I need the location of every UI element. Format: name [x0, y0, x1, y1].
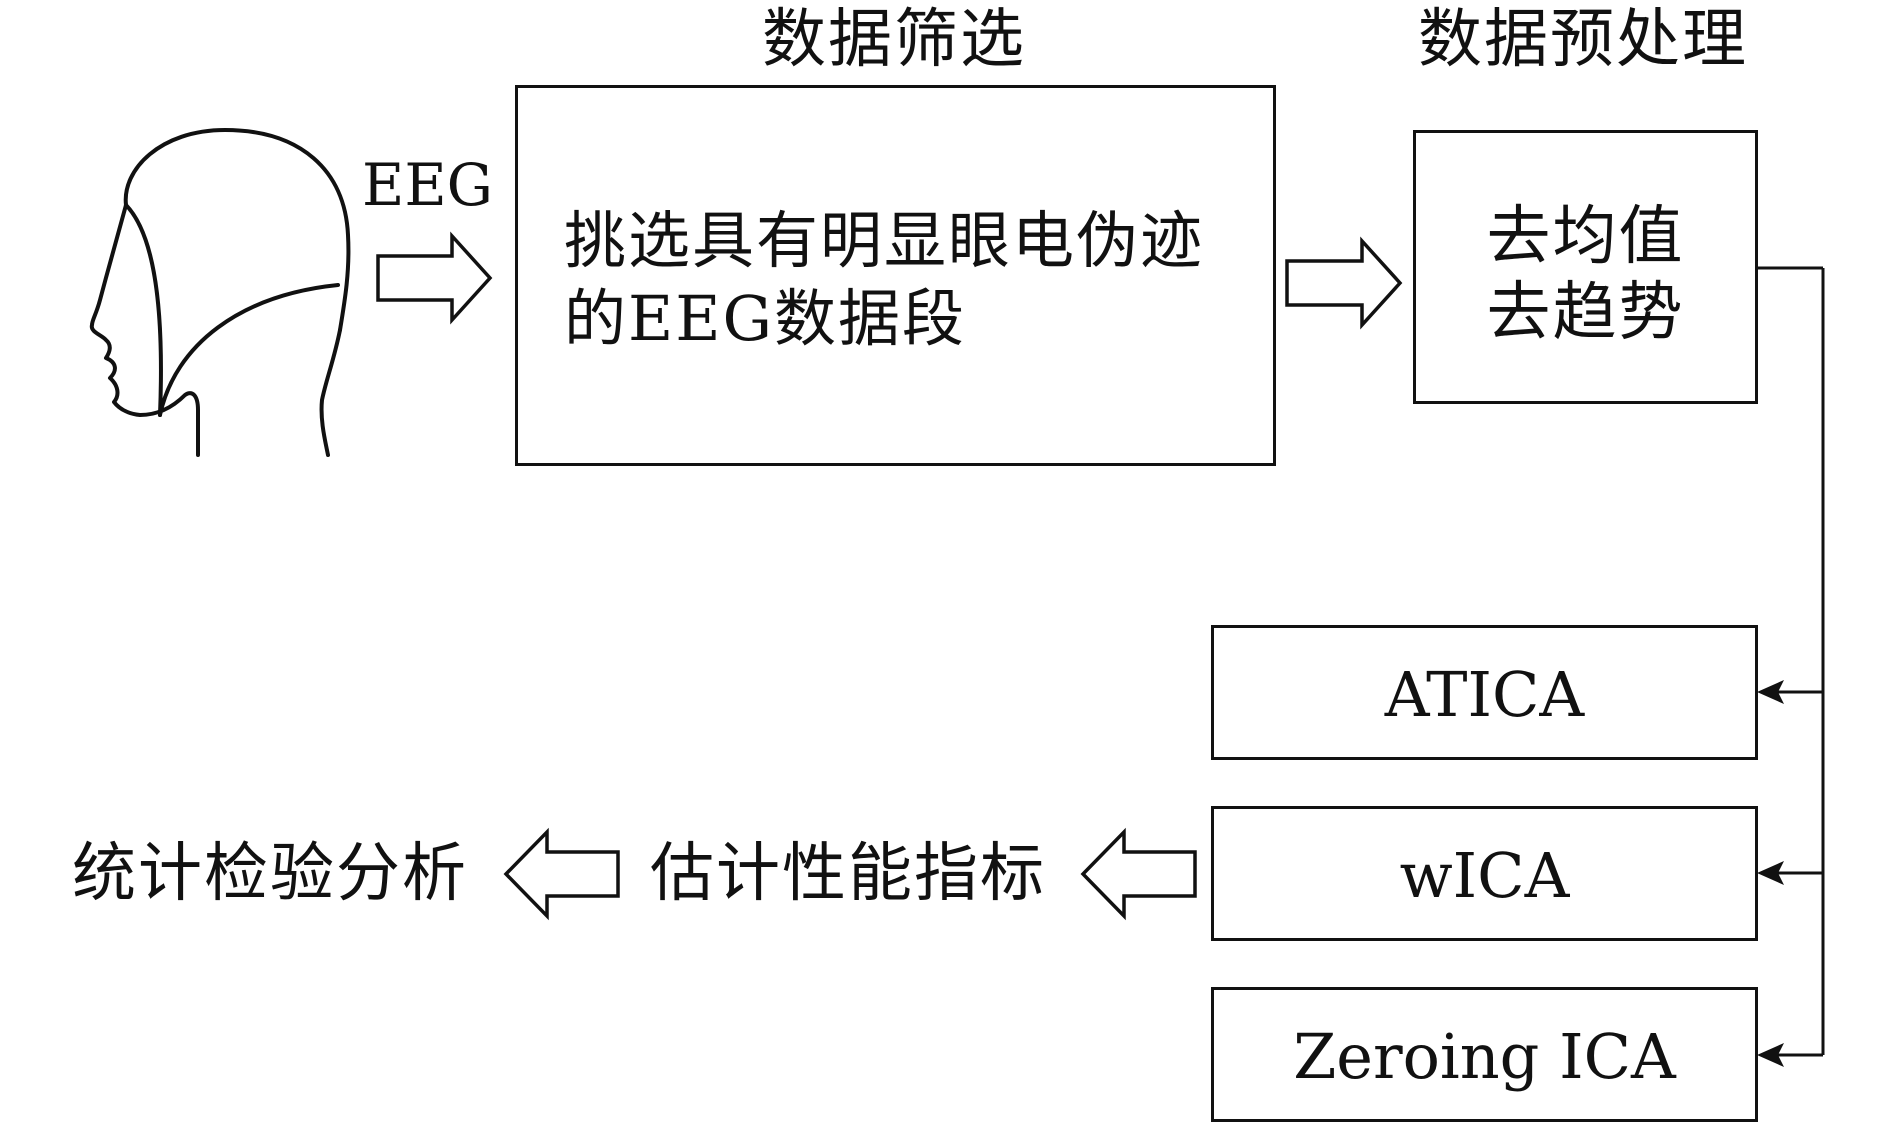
- statistics-label: 统计检验分析: [72, 837, 468, 911]
- eeg-signal-label: EEG: [362, 151, 494, 219]
- preprocessing-box-line2: 去趋势: [1486, 276, 1685, 350]
- method-arrowheads: [1757, 680, 1784, 1067]
- method-box-wica: wICA: [1211, 806, 1758, 941]
- preprocessing-box-line1: 去均值: [1486, 200, 1685, 274]
- selection-title: 数据筛选: [762, 3, 1026, 77]
- preprocessing-box: 去均值 去趋势: [1413, 130, 1758, 404]
- selection-box: 挑选具有明显眼电伪迹 的EEG数据段: [515, 85, 1276, 466]
- hollow-right-arrow-icon: [376, 231, 493, 325]
- method-connector: [1755, 266, 1825, 1057]
- metrics-label: 估计性能指标: [650, 837, 1046, 911]
- selection-box-line1: 挑选具有明显眼电伪迹: [564, 204, 1205, 277]
- method-label: wICA: [1399, 839, 1570, 912]
- selection-box-line2: 的EEG数据段: [564, 282, 967, 355]
- hollow-left-arrow-icon: [1080, 827, 1197, 921]
- method-box-zeroing-ica: Zeroing ICA: [1211, 987, 1758, 1122]
- hollow-left-arrow-icon: [503, 827, 620, 921]
- head-with-eeg-cap-icon: [89, 128, 351, 457]
- method-label: Zeroing ICA: [1293, 1020, 1676, 1093]
- method-box-atica: ATICA: [1211, 625, 1758, 760]
- preprocessing-title: 数据预处理: [1418, 3, 1748, 77]
- hollow-right-arrow-icon: [1285, 236, 1403, 330]
- method-label: ATICA: [1384, 658, 1585, 731]
